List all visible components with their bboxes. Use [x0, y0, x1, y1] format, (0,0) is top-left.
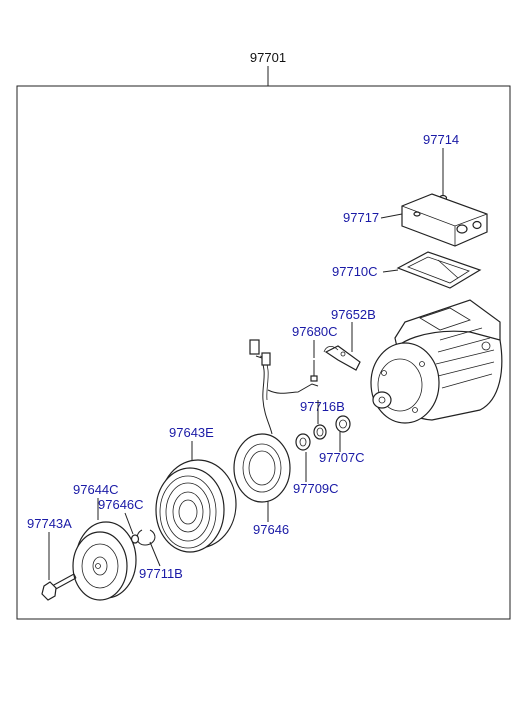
label-97707c[interactable]: 97707C	[319, 450, 365, 465]
label-97643e[interactable]: 97643E	[169, 425, 214, 440]
leader-lines	[48, 148, 444, 580]
label-97711b[interactable]: 97711B	[139, 566, 183, 581]
bolt-97680c-icon	[310, 360, 318, 382]
washer-97709c-icon	[295, 433, 311, 451]
valve-block-97717-icon	[401, 193, 488, 247]
wire-harness-icon	[249, 339, 319, 435]
pulley-97643e-icon	[155, 459, 237, 553]
ring-97716b-icon	[313, 424, 327, 440]
assembly-frame	[16, 85, 511, 620]
seal-97707c-icon	[335, 415, 351, 433]
label-97646[interactable]: 97646	[253, 522, 289, 537]
bolt-97714-icon	[438, 172, 448, 202]
label-97714[interactable]: 97714	[423, 132, 459, 147]
assembly-part-number[interactable]: 97701	[250, 50, 286, 65]
bolt-97743a-icon	[41, 573, 77, 601]
label-97644c[interactable]: 97644C	[73, 482, 119, 497]
field-coil-97646-icon	[233, 433, 291, 503]
label-97646c[interactable]: 97646C	[98, 497, 144, 512]
label-97716b[interactable]: 97716B	[300, 399, 345, 414]
clutch-hub-97644c-icon	[72, 521, 137, 601]
snap-ring-97711b-icon	[136, 529, 156, 546]
label-97717[interactable]: 97717	[343, 210, 379, 225]
label-97652b[interactable]: 97652B	[331, 307, 376, 322]
compressor-body-icon	[370, 299, 503, 424]
label-97710c[interactable]: 97710C	[332, 264, 378, 279]
label-97743a[interactable]: 97743A	[27, 516, 72, 531]
label-97709c[interactable]: 97709C	[293, 481, 339, 496]
switch-bracket-97652b-icon	[323, 345, 361, 371]
label-97680c[interactable]: 97680C	[292, 324, 338, 339]
gasket-97710c-icon	[396, 251, 482, 289]
